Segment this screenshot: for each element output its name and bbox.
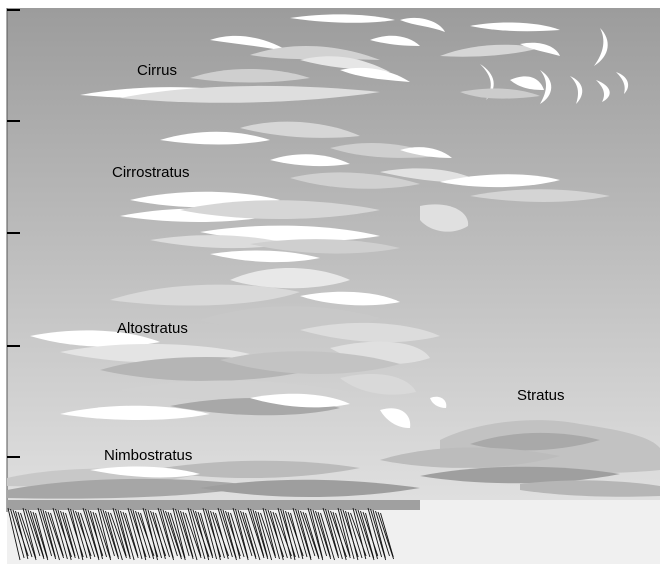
label-cirrostratus: Cirrostratus <box>112 164 190 181</box>
label-altostratus: Altostratus <box>117 320 188 337</box>
label-nimbostratus: Nimbostratus <box>104 447 192 464</box>
label-stratus: Stratus <box>517 387 565 404</box>
label-cirrus: Cirrus <box>137 62 177 79</box>
